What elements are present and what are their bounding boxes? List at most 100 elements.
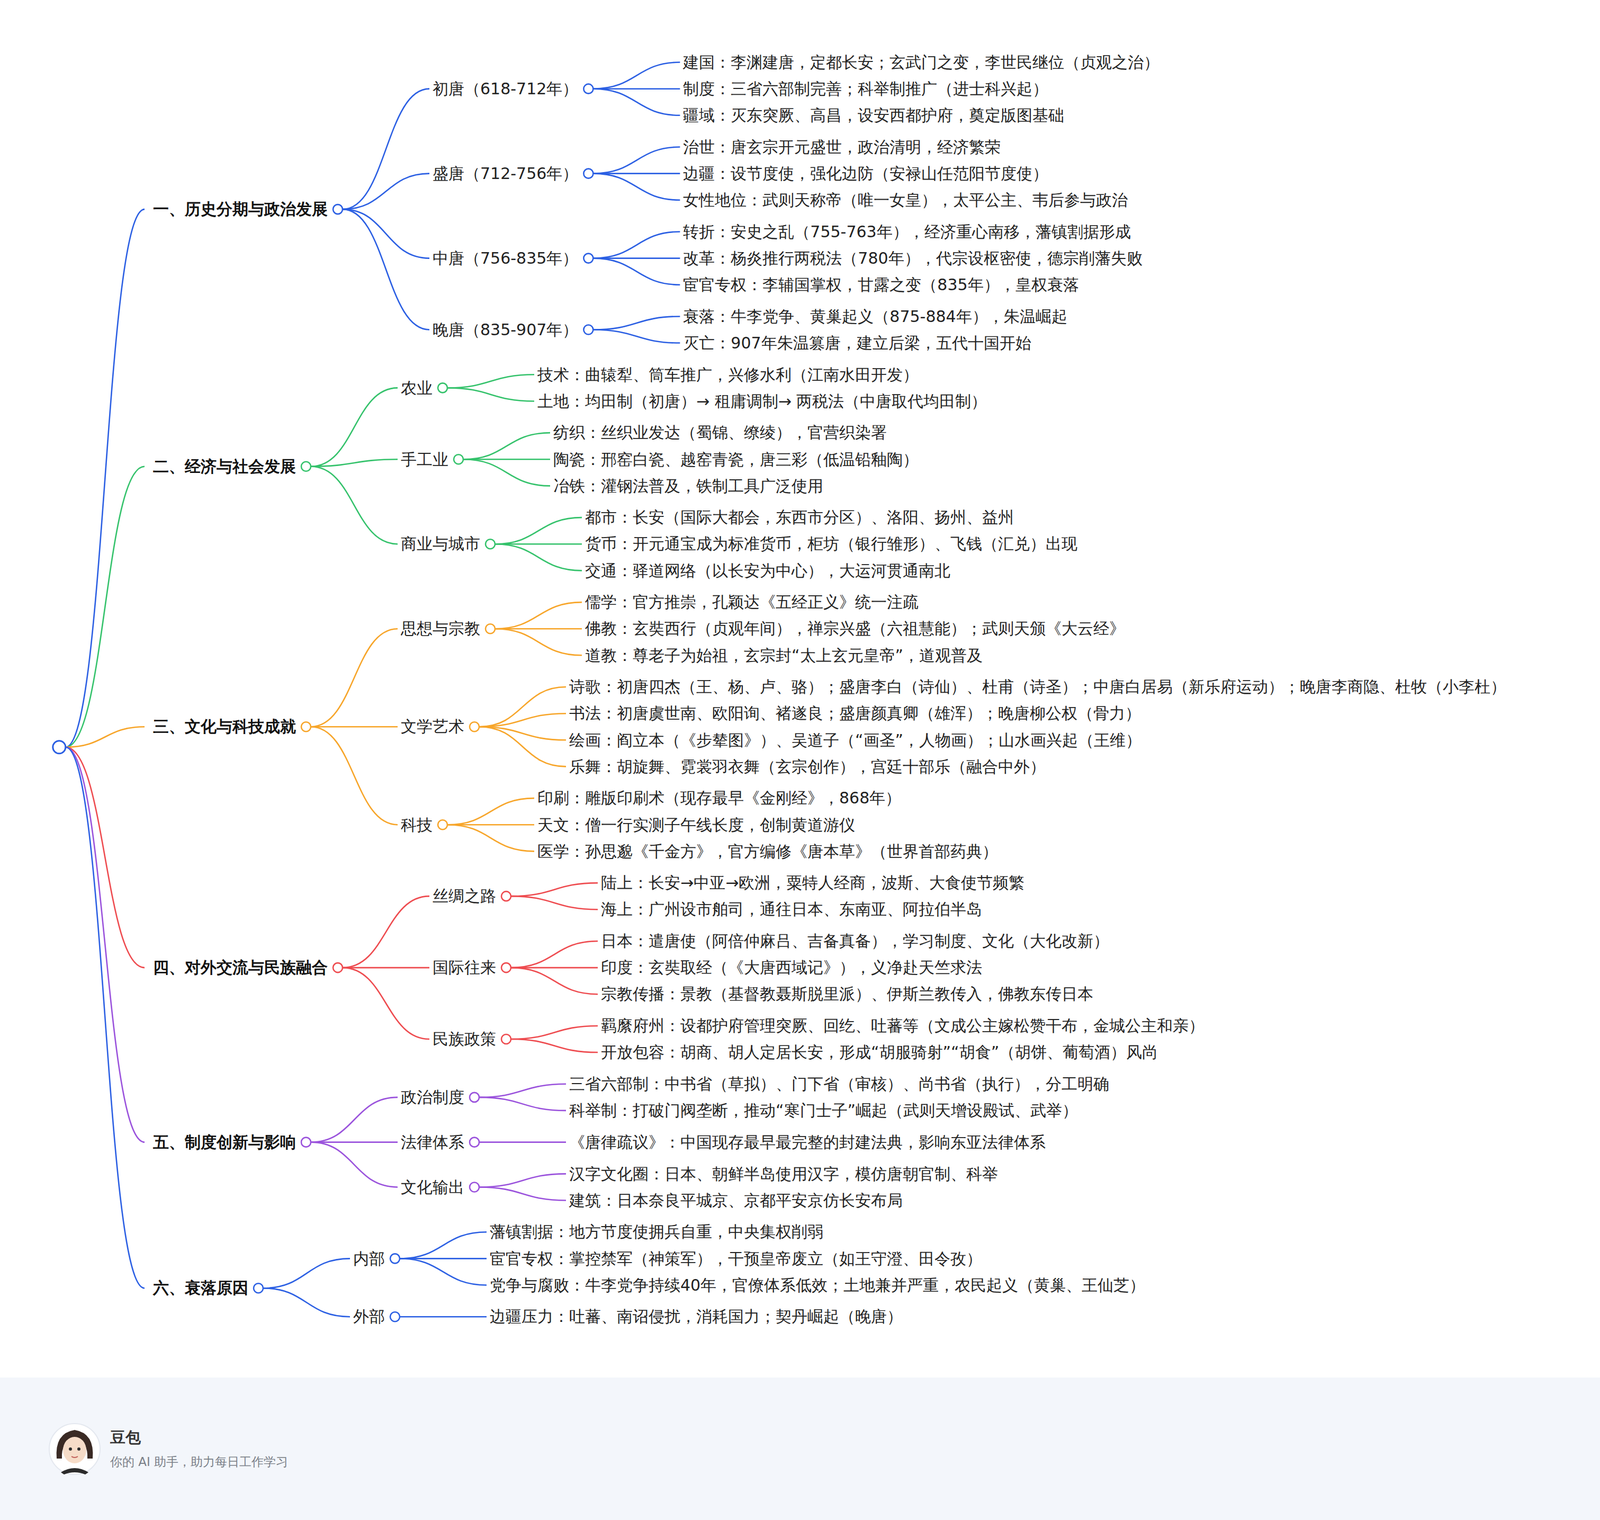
subtopic: 思想与宗教	[400, 618, 481, 639]
leaf-topic: 灭亡：907年朱温篡唐，建立后梁，五代十国开始	[682, 333, 1031, 354]
subtopic: 盛唐（712-756年）	[432, 163, 579, 184]
branch-topic: 四、对外交流与民族融合	[153, 957, 328, 978]
topic-text: 政治制度	[400, 1086, 465, 1108]
leaf-topic: 诗歌：初唐四杰（王、杨、卢、骆）；盛唐李白（诗仙）、杜甫（诗圣）；中唐白居易（新…	[569, 676, 1507, 697]
branch-connector	[342, 173, 430, 210]
branch-connector	[342, 209, 430, 259]
leaf-topic: 书法：初唐虞世南、欧阳询、褚遂良；盛唐颜真卿（雄浑）；晚唐柳公权（骨力）	[569, 703, 1141, 724]
leaf-topic: 改革：杨炎推行两税法（780年），代宗设枢密使，德宗削藩失败	[682, 248, 1143, 269]
topic-text: 医学：孙思邈《千金方》，官方编修《唐本草》（世界首部药典）	[537, 841, 999, 862]
topic-text: 印度：玄奘取经（《大唐西域记》），义净赴天竺求法	[600, 957, 983, 978]
branch-connector	[342, 967, 430, 1039]
root-link	[65, 747, 145, 1143]
leaf-topic: 边疆压力：吐蕃、南诏侵扰，消耗国力；契丹崛起（晚唐）	[489, 1306, 903, 1327]
topic-text: 三、文化与科技成就	[153, 716, 296, 737]
branch-topic: 一、历史分期与政治发展	[153, 199, 328, 220]
topic-text: 边疆压力：吐蕃、南诏侵扰，消耗国力；契丹崛起（晚唐）	[489, 1306, 903, 1327]
branch-connector	[342, 895, 430, 968]
branch-connector	[463, 432, 551, 460]
branch-connector	[592, 258, 680, 285]
branch-connector	[479, 726, 566, 767]
branch-connector	[263, 1287, 350, 1317]
branch-knob	[253, 1282, 264, 1293]
topic-text: 建国：李渊建唐，定都长安；玄武门之变，李世民继位（贞观之治）	[682, 52, 1160, 73]
branch-connector	[510, 895, 598, 910]
topic-text: 《唐律疏议》：中国现存最早最完整的封建法典，影响东亚法律体系	[569, 1131, 1046, 1153]
branch-connector	[495, 543, 582, 571]
branch-knob	[301, 721, 311, 732]
root-link	[65, 747, 145, 968]
branch-knob	[469, 1181, 480, 1192]
branch-knob	[333, 204, 343, 214]
topic-text: 佛教：玄奘西行（贞观年间），禅宗兴盛（六祖慧能）；武则天颁《大云经》	[585, 618, 1126, 639]
topic-text: 道教：尊老子为始祖，玄宗封“太上玄元皇帝”，道观普及	[585, 645, 983, 666]
branch-topic: 二、经济与社会发展	[153, 456, 296, 477]
branch-knob	[485, 538, 496, 549]
branch-connector	[310, 387, 398, 466]
leaf-topic: 科举制：打破门阀垄断，推动“寒门士子”崛起（武则天增设殿试、武举）	[569, 1100, 1078, 1121]
topic-text: 法律体系	[400, 1131, 465, 1153]
leaf-topic: 女性地位：武则天称帝（唯一女皇），太平公主、韦后参与政治	[682, 190, 1128, 211]
branch-connector	[592, 62, 680, 89]
topic-text: 三省六部制：中书省（草拟）、门下省（审核）、尚书省（执行），分工明确	[569, 1073, 1110, 1094]
leaf-topic: 交通：驿道网络（以长安为中心），大运河贯通南北	[585, 560, 951, 581]
leaf-topic: 天文：僧一行实测子午线长度，创制黄道游仪	[537, 814, 856, 835]
branch-knob	[583, 253, 593, 264]
branch-connector	[479, 1173, 566, 1187]
leaf-topic: 道教：尊老子为始祖，玄宗封“太上玄元皇帝”，道观普及	[585, 645, 983, 666]
topic-text: 诗歌：初唐四杰（王、杨、卢、骆）；盛唐李白（诗仙）、杜甫（诗圣）；中唐白居易（新…	[569, 676, 1507, 697]
branch-knob	[485, 623, 496, 634]
branch-connector	[310, 466, 398, 544]
leaf-topic: 技术：曲辕犁、筒车推广，兴修水利（江南水田开发）	[537, 364, 919, 385]
topic-text: 内部	[353, 1248, 385, 1269]
leaf-topic: 汉字文化圈：日本、朝鲜半岛使用汉字，模仿唐朝官制、科举	[569, 1163, 999, 1184]
topic-text: 转折：安史之乱（755-763年），经济重心南移，藩镇割据形成	[682, 221, 1131, 242]
leaf-topic: 佛教：玄奘西行（贞观年间），禅宗兴盛（六祖慧能）；武则天颁《大云经》	[585, 618, 1126, 639]
topic-text: 盛唐（712-756年）	[432, 163, 579, 184]
root-link	[65, 209, 145, 748]
branch-knob	[390, 1311, 400, 1321]
topic-text: 农业	[400, 378, 433, 399]
topic-text: 党争与腐败：牛李党争持续40年，官僚体系低效；土地兼并严重，农民起义（黄巢、王仙…	[489, 1274, 1146, 1296]
leaf-topic: 治世：唐玄宗开元盛世，政治清明，经济繁荣	[682, 137, 1001, 158]
leaf-topic: 印度：玄奘取经（《大唐西域记》），义净赴天竺求法	[600, 957, 983, 978]
branch-connector	[310, 1140, 398, 1143]
branch-connector	[479, 713, 566, 727]
branch-connector	[479, 1083, 566, 1098]
topic-text: 晚唐（835-907年）	[432, 319, 579, 340]
topic-text: 女性地位：武则天称帝（唯一女皇），太平公主、韦后参与政治	[682, 190, 1128, 211]
branch-knob	[437, 382, 448, 393]
topic-text: 外部	[353, 1306, 385, 1327]
topic-text: 汉字文化圈：日本、朝鲜半岛使用汉字，模仿唐朝官制、科举	[569, 1163, 999, 1184]
branch-knob	[437, 819, 448, 830]
avatar-icon	[42, 1416, 107, 1481]
topic-text: 都市：长安（国际大都会，东西市分区）、洛阳、扬州、益州	[585, 507, 1014, 528]
branch-knob	[301, 461, 311, 472]
topic-text: 制度：三省六部制完善；科举制推广（进士科兴起）	[682, 78, 1049, 100]
topic-text: 科技	[400, 814, 433, 835]
leaf-topic: 都市：长安（国际大都会，东西市分区）、洛阳、扬州、益州	[585, 507, 1014, 528]
topic-text: 货币：开元通宝成为标准货币，柜坊（银行雏形）、飞钱（汇兑）出现	[585, 533, 1078, 554]
subtopic: 丝绸之路	[432, 885, 497, 906]
topic-text: 手工业	[400, 449, 449, 470]
topic-text: 技术：曲辕犁、筒车推广，兴修水利（江南水田开发）	[537, 364, 919, 385]
branch-connector	[592, 147, 680, 174]
subtopic: 政治制度	[400, 1086, 465, 1108]
branch-connector	[310, 726, 398, 825]
branch-connector	[447, 387, 535, 401]
subtopic: 商业与城市	[400, 533, 481, 554]
leaf-topic: 医学：孙思邈《千金方》，官方编修《唐本草》（世界首部药典）	[537, 841, 999, 862]
branch-connector	[399, 1257, 487, 1285]
subtopic: 外部	[353, 1306, 385, 1327]
topic-text: 乐舞：胡旋舞、霓裳羽衣舞（玄宗创作），宫廷十部乐（融合中外）	[569, 756, 1046, 777]
leaf-topic: 转折：安史之乱（755-763年），经济重心南移，藩镇割据形成	[682, 221, 1131, 242]
subtopic: 文化输出	[400, 1176, 465, 1198]
branch-knob	[501, 891, 511, 901]
branch-connector	[479, 686, 566, 727]
branch-connector	[399, 1231, 487, 1258]
leaf-topic: 日本：遣唐使（阿倍仲麻吕、吉备真备），学习制度、文化（大化改新）	[600, 930, 1110, 951]
branch-knob	[301, 1137, 311, 1147]
topic-text: 宗教传播：景教（基督教聂斯脱里派）、伊斯兰教传入，佛教东传日本	[600, 983, 1094, 1004]
subtopic: 手工业	[400, 449, 449, 470]
subtopic: 科技	[400, 814, 433, 835]
